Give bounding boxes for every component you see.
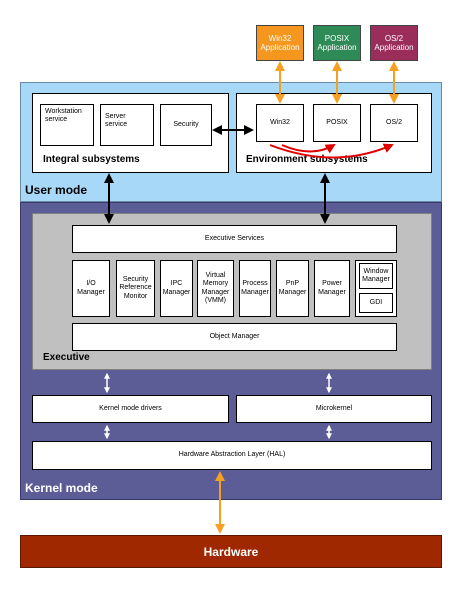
executive-label: Executive <box>43 352 90 363</box>
user-to-executive-arrows <box>104 173 330 224</box>
window-manager: Window Manager <box>359 263 393 289</box>
env-os2: OS/2 <box>370 104 418 142</box>
security-reference-monitor: Security Reference Monitor <box>116 260 155 317</box>
kernel-mode-label: Kernel mode <box>25 481 98 495</box>
power-manager: Power Manager <box>314 260 350 317</box>
process-manager: Process Manager <box>239 260 271 317</box>
pnp-manager: PnP Manager <box>276 260 309 317</box>
gdi: GDI <box>359 293 393 313</box>
os2-application: OS/2 Application <box>370 25 418 61</box>
hardware-abstraction-layer: Hardware Abstraction Layer (HAL) <box>32 441 432 470</box>
env-posix: POSIX <box>313 104 361 142</box>
kernel-white-arrows <box>104 372 332 440</box>
virtual-memory-manager: Virtual Memory Manager (VMM) <box>197 260 234 317</box>
security-service: Security <box>160 104 212 146</box>
app-to-subsystem-arrows <box>275 61 399 104</box>
user-mode-label: User mode <box>25 183 88 197</box>
integral-subsystems-label: Integral subsystems <box>43 154 140 165</box>
hardware-bar: Hardware <box>20 535 442 568</box>
env-win32: Win32 <box>256 104 304 142</box>
environment-subsystems-label: Environment subsystems <box>246 154 368 165</box>
posix-application: POSIX Application <box>313 25 361 61</box>
object-manager: Object Manager <box>72 323 397 351</box>
server-service: Server service <box>100 104 154 146</box>
workstation-service: Workstation service <box>40 104 94 146</box>
io-manager: I/O Manager <box>72 260 110 317</box>
ipc-manager: IPC Manager <box>160 260 193 317</box>
win32-application: Win32 Application <box>256 25 304 61</box>
microkernel: Microkernel <box>236 395 432 423</box>
executive-services: Executive Services <box>72 225 397 253</box>
subsystem-curved-arrows <box>269 143 394 159</box>
kernel-mode-drivers: Kernel mode drivers <box>32 395 229 423</box>
